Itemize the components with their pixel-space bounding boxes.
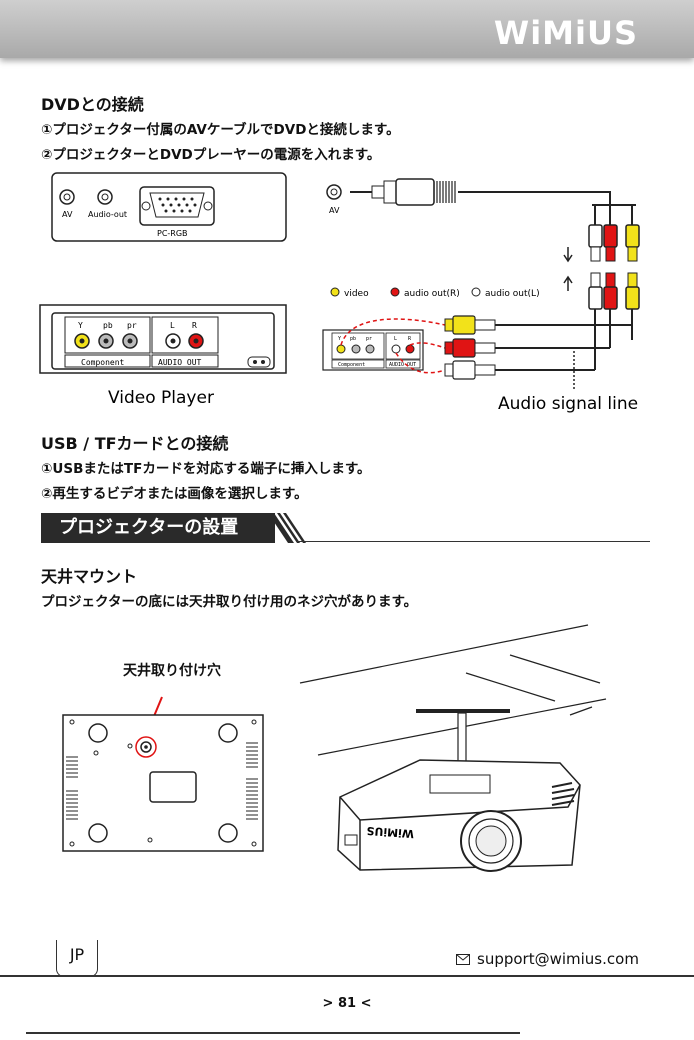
small-player-r-label: R (408, 336, 412, 342)
audio-signal-label: Audio signal line (498, 394, 638, 414)
audio-out-port-icon (97, 189, 113, 205)
projector-body (337, 759, 581, 871)
footer-rule (0, 975, 694, 977)
small-player-pb-label: pb (350, 336, 356, 342)
port-pcrgb-label: PC-RGB (157, 229, 188, 238)
audio-r-legend-icon (390, 287, 400, 297)
hole-label: 天井取り付け穴 (123, 663, 221, 679)
mount-hole-icon (140, 741, 152, 753)
dvd-connection-diagram: AV Audio-out PC-RGB AV video (39, 172, 640, 414)
usb-step1: ①USBまたはTFカードを対応する端子に挿入します。 (41, 461, 371, 477)
player-y-label: Y (78, 321, 83, 330)
port-av-label: AV (62, 210, 73, 219)
mail-icon (456, 954, 470, 965)
projector-bottom-plate (62, 714, 264, 852)
port-audio-out-label: Audio-out (88, 210, 127, 219)
dvd-step1: ①プロジェクター付属のAVケーブルでDVDと接続します。 (41, 122, 400, 138)
ceiling-desc: プロジェクターの底には天井取り付け用のネジ穴があります。 (41, 594, 418, 610)
small-player-component-label: Component (338, 362, 365, 368)
arrow-down-icon (563, 247, 573, 263)
player-pb-label: pb (103, 321, 113, 330)
arrow-up-icon (563, 275, 573, 291)
brand-logo: WiMiUS (493, 14, 638, 52)
page-number: > 81 < (322, 996, 372, 1011)
projector-brand-text: WiMiUS (366, 824, 414, 840)
audio-l-legend-icon (471, 287, 481, 297)
dvd-step2: ②プロジェクターとDVDプレーヤーの電源を入れます。 (41, 147, 381, 163)
player-component-label: Component (81, 358, 125, 367)
video-legend-icon (330, 287, 340, 297)
section-banner: プロジェクターの設置 (41, 513, 275, 543)
player-pr-label: pr (127, 321, 137, 330)
bottom-rule (26, 1032, 520, 1034)
legend-video: video (344, 289, 369, 299)
video-player-label: Video Player (108, 388, 214, 408)
av-port-icon (59, 189, 75, 205)
player-l-label: L (170, 321, 175, 330)
plug-av-label: AV (329, 206, 340, 215)
banner-rule (296, 541, 650, 542)
legend-audio-l: audio out(L) (485, 289, 540, 299)
ceiling-title: 天井マウント (41, 567, 138, 586)
small-player-audio-out-label: AUDIO OUT (389, 362, 416, 368)
player-audio-out-label: AUDIO OUT (158, 358, 202, 367)
usb-title: USB / TFカードとの接続 (41, 434, 229, 453)
power-socket-icon (247, 356, 271, 368)
legend-audio-r: audio out(R) (404, 289, 460, 299)
small-player-pr-label: pr (366, 336, 372, 342)
dvd-title: DVDとの接続 (41, 95, 144, 114)
player-r-label: R (192, 321, 197, 330)
ceiling-mount-diagram: WiMiUS (62, 624, 607, 872)
support-email[interactable]: support@wimius.com (477, 950, 639, 968)
page-header: WiMiUS (0, 0, 694, 58)
small-player-l-label: L (394, 336, 397, 342)
small-player-y-label: Y (338, 336, 341, 342)
av-plug-port-icon (326, 184, 342, 200)
language-tab: JP (56, 940, 98, 977)
vga-port-icon (139, 186, 215, 226)
banner-stripes-icon (268, 513, 306, 543)
usb-step2: ②再生するビデオまたは画像を選択します。 (41, 486, 308, 502)
